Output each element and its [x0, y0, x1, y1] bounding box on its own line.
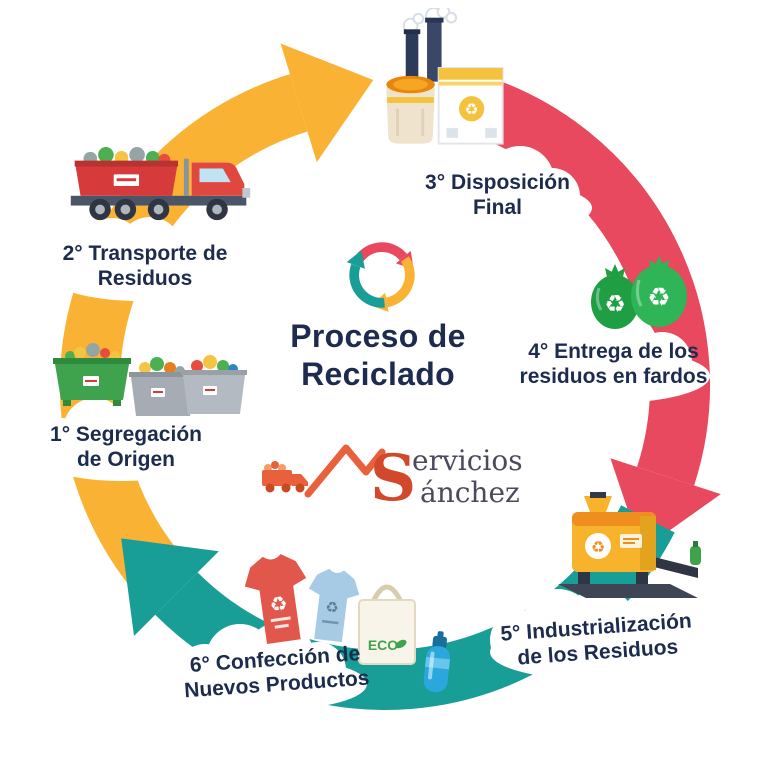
- machine-platform: [558, 584, 698, 598]
- step-label-2: 2° Transporte de Residuos: [62, 242, 228, 290]
- cloud-step2: [50, 217, 230, 301]
- step-label-4: 4° Entrega de los residuos en fardos: [519, 340, 708, 388]
- chimney: [405, 31, 419, 82]
- title-line-2: Reciclado: [301, 356, 455, 393]
- brand-word-bottom: ánchez: [420, 476, 520, 509]
- cloud-step4: [510, 311, 710, 403]
- melting-vat: [386, 75, 435, 144]
- brand-initial: S: [370, 441, 416, 512]
- waste-bag: ♻: [591, 264, 639, 329]
- recycle-symbol-icon: ♻: [604, 290, 626, 318]
- recycle-symbol-icon: ♻: [268, 591, 289, 617]
- machine-body: ♻: [572, 512, 656, 572]
- red-tshirt: ♻: [244, 554, 307, 644]
- logo-mountain-swoosh: [304, 444, 386, 498]
- smoke-icon: [402, 8, 458, 34]
- machine-hopper: [584, 496, 612, 512]
- conveyor-belt: [650, 556, 698, 578]
- brand-word-top: ervicios: [412, 444, 523, 477]
- output-bottle: [690, 541, 701, 565]
- yellow-flow-arrow: [59, 43, 374, 611]
- industrial-machine-icon: ♻: [558, 492, 701, 598]
- recycle-symbol-icon: ♻: [591, 538, 605, 557]
- recycle-symbol-icon: ♻: [465, 101, 479, 119]
- waste-dumpsters-icon: [53, 343, 247, 416]
- page-title: Proceso de Reciclado: [227, 317, 529, 394]
- truck-wheels: [89, 198, 228, 221]
- blue-tshirt: ♻: [308, 568, 360, 643]
- green-dumpster: [53, 343, 131, 406]
- recycle-arrow-teal: [346, 250, 385, 308]
- cloud-step1: [34, 397, 210, 481]
- leaf-icon: [395, 639, 407, 649]
- recycle-cycle-icon: [346, 242, 415, 312]
- truck-window: [199, 168, 231, 183]
- waste-bag: ♻: [631, 256, 687, 327]
- yellow-arrow-head: [280, 43, 374, 163]
- plant-building: ♻: [437, 67, 504, 145]
- brand-logo: S ervicios ánchez: [262, 441, 523, 512]
- step-label-1: 1° Segregación de Origen: [50, 423, 202, 471]
- logo-truck-icon: [262, 461, 308, 493]
- title-line-1: Proceso de: [290, 318, 466, 354]
- garbage-truck-icon: [70, 147, 251, 221]
- teal-arrow-head: [121, 538, 219, 636]
- recycled-products-icon: ♻ ♻ ECO: [244, 554, 451, 693]
- eco-tote-bag: ECO: [358, 584, 416, 665]
- chimney: [427, 19, 442, 82]
- eco-label: ECO: [368, 637, 398, 653]
- cloud-step6: [177, 622, 367, 710]
- exhaust-pipe: [183, 158, 189, 196]
- recycle-symbol-icon: ♻: [647, 283, 670, 313]
- cloud-step3: [408, 142, 592, 234]
- step-label-3: 3° Disposición Final: [425, 171, 570, 219]
- water-bottle: [423, 631, 451, 693]
- green-waste-bags-icon: ♻ ♻: [591, 256, 687, 329]
- disposal-plant-icon: ♻: [386, 8, 504, 145]
- cloud-step5: [490, 588, 700, 680]
- recycle-symbol-icon: ♻: [324, 599, 339, 617]
- building-recycle-badge: [459, 96, 485, 122]
- gray-dumpster: [181, 355, 247, 414]
- label-clouds: [34, 142, 710, 710]
- gray-dumpster: [129, 357, 197, 416]
